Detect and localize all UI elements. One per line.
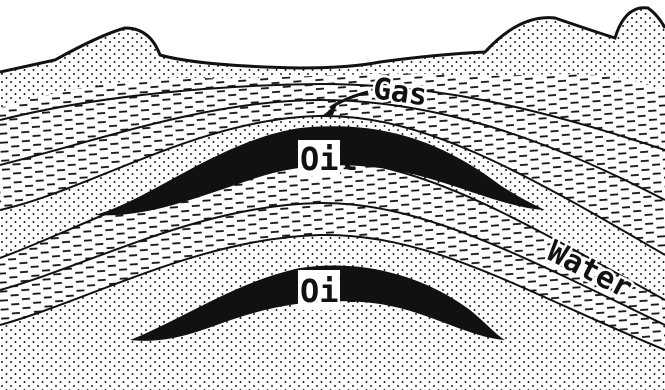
oil-label-lower: Oil [300,272,358,310]
oil-label-upper: Oil [300,140,358,178]
gas-label: Gas [371,71,430,113]
